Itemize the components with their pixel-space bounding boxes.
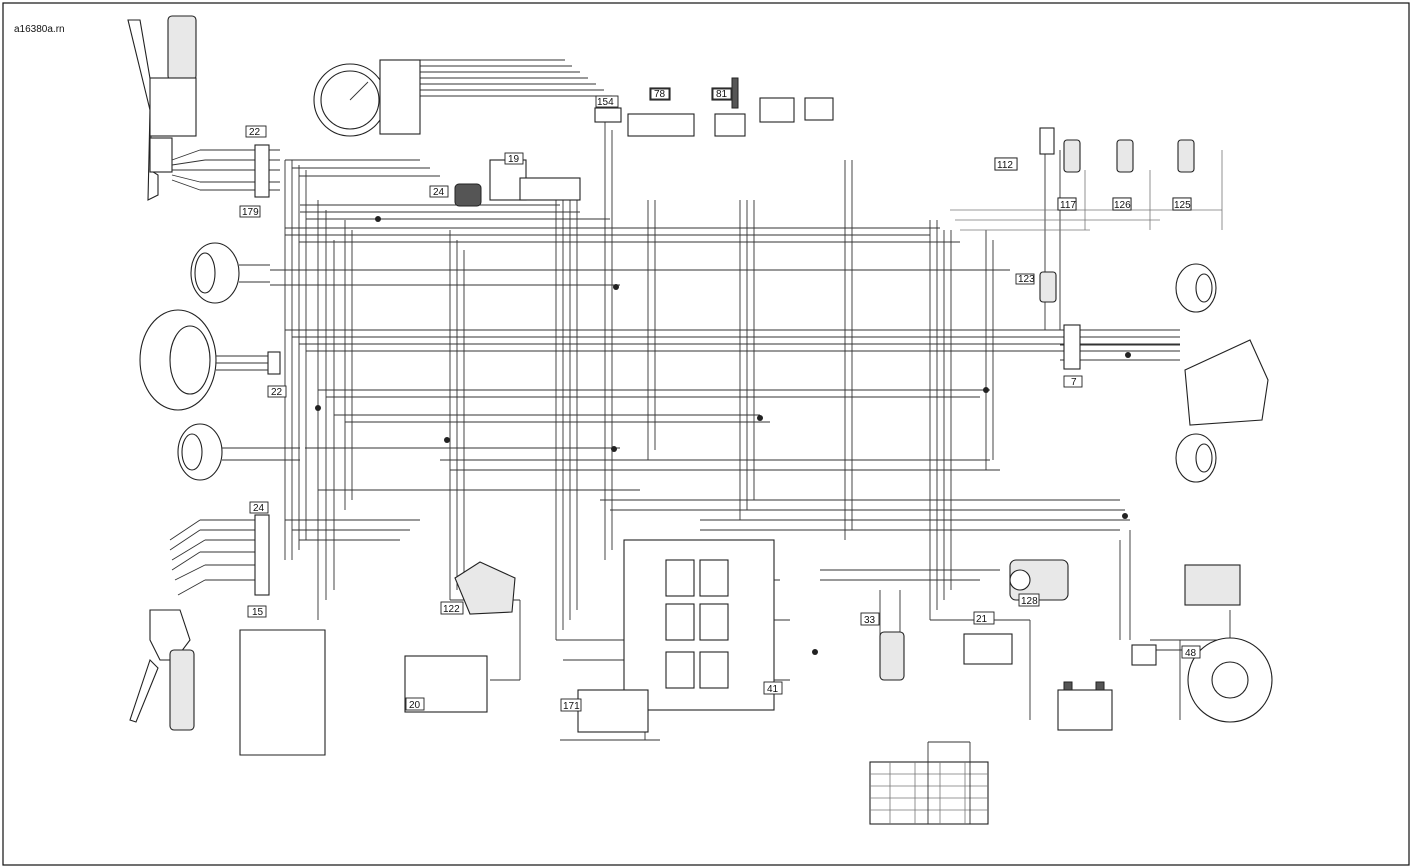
- callout-label: 81: [716, 89, 728, 100]
- top-modules: [594, 77, 834, 137]
- callout-label: 48: [1185, 648, 1197, 659]
- connector-blocks-left: [254, 144, 281, 596]
- lower-left-modules: [239, 561, 516, 756]
- callout-box: [245, 125, 267, 138]
- callout-label: 128: [1021, 596, 1038, 607]
- lamps-left: [139, 242, 300, 481]
- lamps-right: [1063, 263, 1269, 483]
- callout-label: 21: [976, 614, 988, 625]
- callout-label: 171: [563, 701, 580, 712]
- callout-label: 22: [249, 127, 261, 138]
- callout-label: 78: [654, 89, 666, 100]
- figure-id-label: a16380a.rn: [14, 24, 65, 35]
- fuse-relay-block: [577, 539, 775, 733]
- speedometer: [313, 59, 421, 137]
- right-handlebar-controls: [129, 519, 255, 731]
- callout-label: 33: [864, 615, 876, 626]
- callout-label: 123: [1018, 274, 1035, 285]
- callout-label: 179: [242, 207, 259, 218]
- callout-label: 117: [1060, 200, 1076, 211]
- callout-label: 22: [271, 387, 283, 398]
- callout-label: 125: [1174, 200, 1191, 211]
- left-handlebar-controls: [127, 15, 280, 201]
- lower-right-components: [879, 559, 1273, 731]
- callout-boxes: 22 179 19 24 154 78 81 112 117 126 125 1…: [239, 88, 1201, 712]
- key-switch: [454, 159, 581, 207]
- connector-table: [869, 741, 989, 825]
- callout-label: 112: [997, 160, 1013, 171]
- callout-label: 7: [1071, 377, 1077, 388]
- callout-label: 122: [443, 604, 460, 615]
- callout-label: 19: [508, 154, 520, 165]
- callout-label: 154: [597, 97, 614, 108]
- callout-label: 24: [433, 187, 445, 198]
- callout-label: 20: [409, 700, 421, 711]
- callout-label: 41: [767, 684, 779, 695]
- callout-label: 15: [252, 607, 264, 618]
- callout-label: 126: [1114, 200, 1131, 211]
- callout-label: 24: [253, 503, 265, 514]
